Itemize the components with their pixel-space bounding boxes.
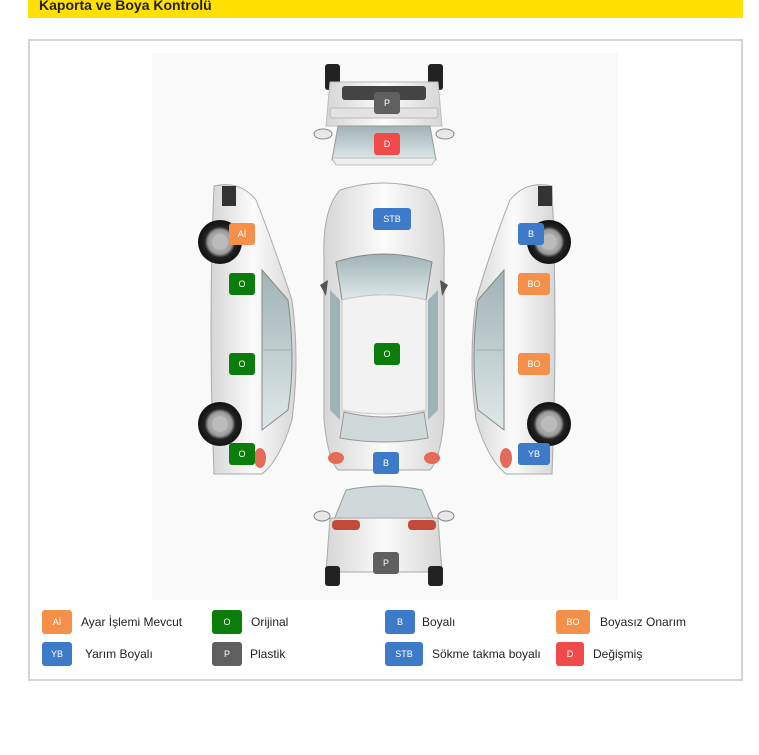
badge-hood-front-view[interactable]: D xyxy=(374,133,400,155)
legend-label-b: Boyalı xyxy=(422,615,456,629)
badge-left-front-door[interactable]: O xyxy=(229,273,255,295)
legend-label-ai: Ayar İşlemi Mevcut xyxy=(81,615,183,629)
badge-right-front-fender[interactable]: B xyxy=(518,223,544,245)
legend-label-stb: Sökme takma boyalı xyxy=(432,647,541,661)
legend-label-bo: Boyasız Onarım xyxy=(600,615,687,629)
legend-badge-o: O xyxy=(212,610,242,634)
section-title: Kaporta ve Boya Kontrolü xyxy=(39,0,212,13)
section-title-bar: Kaporta ve Boya Kontrolü xyxy=(28,0,743,18)
legend-label-yb: Yarım Boyalı xyxy=(85,647,153,661)
legend-badge-yb: YB xyxy=(42,642,72,666)
legend-badge-b: B xyxy=(385,610,415,634)
car-front-view xyxy=(313,64,455,166)
car-left-side-view xyxy=(198,184,297,475)
car-right-side-view xyxy=(471,184,571,475)
legend-badge-bo: BO xyxy=(556,610,590,634)
car-top-view xyxy=(320,182,448,471)
badge-hood[interactable]: STB xyxy=(373,208,411,230)
badge-right-front-door[interactable]: BO xyxy=(518,273,550,295)
legend-label-p: Plastik xyxy=(250,647,286,661)
badge-right-rear-door[interactable]: BO xyxy=(518,353,550,375)
badge-right-rear-fender[interactable]: YB xyxy=(518,443,550,465)
legend-badge-ai: Aİ xyxy=(42,610,72,634)
car-rear-view xyxy=(313,485,455,586)
legend-label-d: Değişmiş xyxy=(593,647,643,661)
legend-label-o: Orijinal xyxy=(251,615,289,629)
badge-rear-bumper[interactable]: P xyxy=(373,552,399,574)
badge-left-rear-fender[interactable]: O xyxy=(229,443,255,465)
legend-badge-d: D xyxy=(556,642,584,666)
badge-left-front-fender[interactable]: Aİ xyxy=(229,223,255,245)
badge-roof[interactable]: O xyxy=(374,343,400,365)
legend-badge-stb: STB xyxy=(385,642,423,666)
badge-left-rear-door[interactable]: O xyxy=(229,353,255,375)
badge-front-bumper[interactable]: P xyxy=(374,92,400,114)
badge-trunk[interactable]: B xyxy=(373,452,399,474)
legend-badge-p: P xyxy=(212,642,242,666)
